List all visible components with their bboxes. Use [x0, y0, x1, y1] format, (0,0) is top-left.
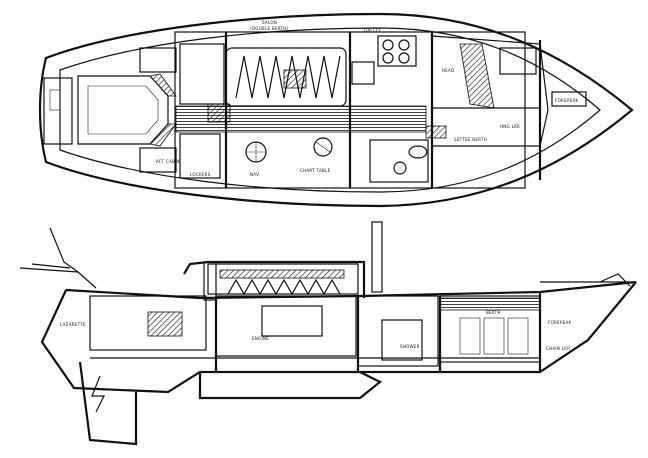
profile-window-strip [219, 269, 345, 279]
label-aft-cabin: AFT CABIN [156, 159, 180, 164]
profile-head-comp [381, 319, 423, 361]
plan-deck-line [59, 27, 601, 193]
plan-rudder-box [49, 89, 61, 111]
profile-mast [371, 221, 383, 293]
label-nav: NAV [250, 172, 259, 177]
plan-cabin-sole [175, 105, 427, 133]
plan-vanity [425, 125, 447, 139]
plan-galley-stove [377, 35, 417, 67]
plan-vberth [459, 43, 495, 109]
label-chart-table: CHART TABLE [300, 168, 331, 173]
profile-cabin-house [183, 260, 366, 298]
label-lockers: LOCKERS [190, 172, 211, 177]
label-lazarette: LAZARETTE [60, 322, 86, 327]
plan-round-table [313, 137, 333, 157]
label-salon: SALON [262, 20, 277, 25]
plan-cockpit-seat-right [149, 123, 177, 147]
label-chain-locker: CHAIN LKR [546, 346, 570, 351]
plan-view: SALON (DOUBLE BERTH) FOREPEAK AFT CABIN … [38, 12, 634, 208]
plan-settee-port [179, 43, 225, 105]
plan-settee-stbd [179, 133, 221, 179]
plan-fwd-lockers [499, 47, 537, 75]
label-galley: GALLEY [364, 28, 381, 33]
plan-galley-sink [351, 61, 375, 85]
profile-hull [40, 281, 637, 394]
profile-salon [215, 295, 357, 357]
plan-head [369, 139, 429, 183]
label-shower: SHOWER [400, 344, 420, 349]
profile-fwd-shelf [439, 297, 541, 311]
profile-stern-rail [19, 267, 97, 289]
label-salon-sub: (DOUBLE BERTH) [250, 26, 289, 31]
profile-engine [147, 311, 183, 337]
profile-galley [357, 295, 439, 367]
label-forepeak: FOREPEAK [555, 98, 579, 103]
plan-berth-port [139, 47, 177, 73]
plan-transom [43, 77, 73, 145]
profile-dodger [207, 263, 359, 295]
profile-view: LAZARETTE FOREPEAK CHAIN LKR BERTH SHOWE… [19, 221, 637, 446]
label-head: HEAD [442, 68, 455, 73]
plan-cockpit-sole [87, 85, 159, 135]
profile-aft-cabin [89, 295, 207, 351]
plan-salon-table [283, 69, 307, 89]
plan-toilet [408, 145, 428, 159]
plan-forepeak-box [551, 91, 587, 107]
plan-cockpit-seat-left [149, 73, 177, 97]
plan-berth-stbd [139, 147, 177, 173]
profile-interior-pattern [227, 278, 341, 296]
label-engine: ENGINE [252, 336, 269, 341]
label-settee-berth: SETTEE BERTH [454, 137, 487, 142]
profile-companionway [203, 261, 217, 301]
profile-keel [198, 371, 383, 400]
profile-rudder [78, 361, 138, 446]
label-hng-lkr: HNG LKR [500, 124, 520, 129]
profile-salon-cabinets [261, 305, 323, 337]
plan-hull-outline [38, 12, 634, 208]
label-berth: BERTH [486, 310, 501, 315]
label-forepeak-profile: FOREPEAK [548, 320, 572, 325]
